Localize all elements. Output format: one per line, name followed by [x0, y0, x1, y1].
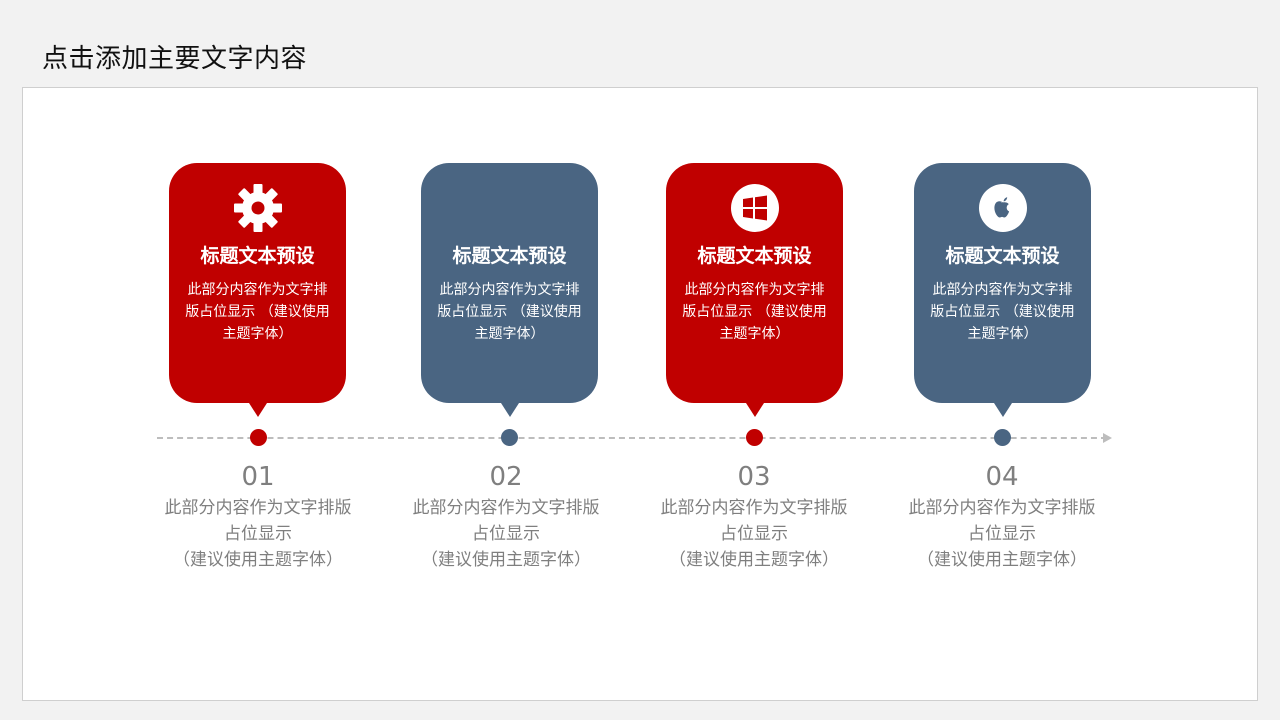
timeline-line: [157, 437, 1107, 439]
step-description-1: 此部分内容作为文字排版 占位显示 （建议使用主题字体）: [148, 495, 368, 573]
step-desc-line: 此部分内容作为文字排版: [412, 498, 600, 518]
step-desc-line: 此部分内容作为文字排版: [164, 498, 352, 518]
step-desc-line: 此部分内容作为文字排版: [660, 498, 848, 518]
step-desc-line: （建议使用主题字体）: [669, 550, 839, 570]
windows-icon: [730, 184, 779, 232]
gear-icon: [233, 184, 282, 232]
timeline-dot-2: [501, 429, 518, 446]
step-number-3: 03: [737, 462, 771, 492]
card-title: 标题文本预设: [200, 245, 315, 267]
timeline-dot-3: [746, 429, 763, 446]
step-desc-line: 此部分内容作为文字排版: [908, 498, 1096, 518]
step-number-2: 02: [489, 462, 523, 492]
step-desc-line: 占位显示: [224, 524, 292, 544]
card-2: 标题文本预设 此部分内容作为文字排版占位显示 （建议使用主题字体）: [421, 163, 598, 403]
card-3: 标题文本预设 此部分内容作为文字排版占位显示 （建议使用主题字体）: [666, 163, 843, 403]
step-number-4: 04: [985, 462, 1019, 492]
card-body: 此部分内容作为文字排版占位显示 （建议使用主题字体）: [437, 282, 582, 342]
card-title: 标题文本预设: [452, 245, 567, 267]
step-description-4: 此部分内容作为文字排版 占位显示 （建议使用主题字体）: [892, 495, 1112, 573]
card-4: 标题文本预设 此部分内容作为文字排版占位显示 （建议使用主题字体）: [914, 163, 1091, 403]
timeline-dot-1: [250, 429, 267, 446]
card-title: 标题文本预设: [945, 245, 1060, 267]
step-desc-line: （建议使用主题字体）: [173, 550, 343, 570]
page-title: 点击添加主要文字内容: [42, 44, 308, 74]
step-desc-line: 占位显示: [472, 524, 540, 544]
step-description-3: 此部分内容作为文字排版 占位显示 （建议使用主题字体）: [644, 495, 864, 573]
step-desc-line: 占位显示: [968, 524, 1036, 544]
card-title: 标题文本预设: [697, 245, 812, 267]
card-body: 此部分内容作为文字排版占位显示 （建议使用主题字体）: [930, 282, 1075, 342]
apple-icon: [978, 184, 1027, 232]
step-desc-line: 占位显示: [720, 524, 788, 544]
step-number-1: 01: [241, 462, 275, 492]
timeline-dot-4: [994, 429, 1011, 446]
card-body: 此部分内容作为文字排版占位显示 （建议使用主题字体）: [682, 282, 827, 342]
step-desc-line: （建议使用主题字体）: [421, 550, 591, 570]
step-description-2: 此部分内容作为文字排版 占位显示 （建议使用主题字体）: [396, 495, 616, 573]
timeline-arrow-icon: [1103, 433, 1112, 443]
card-1: 标题文本预设 此部分内容作为文字排版占位显示 （建议使用主题字体）: [169, 163, 346, 403]
step-desc-line: （建议使用主题字体）: [917, 550, 1087, 570]
card-body: 此部分内容作为文字排版占位显示 （建议使用主题字体）: [185, 282, 330, 342]
